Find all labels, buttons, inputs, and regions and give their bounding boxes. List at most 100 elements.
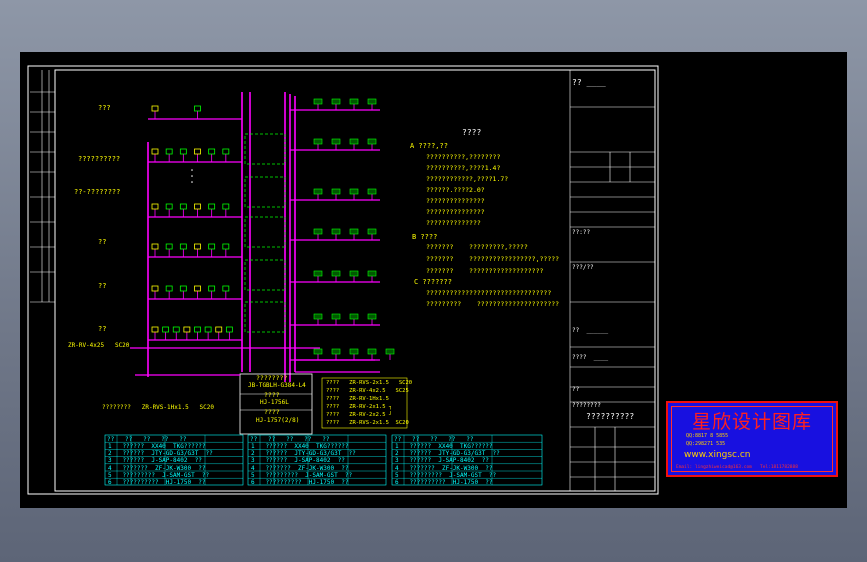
right-branch — [290, 138, 380, 151]
text-line: ???? ZR-RV-4x2.5 SC25 — [326, 388, 409, 394]
device-symbol — [151, 285, 159, 292]
legend-row: 5 ????????? J-SAM-GST ?? — [251, 471, 353, 479]
box-line-3: ???? — [264, 391, 280, 399]
text-line: ???? ZR-RVS-2x1.5 SC20 — [326, 420, 409, 426]
floor-label-4: ?? — [98, 238, 107, 246]
right-branch — [290, 313, 380, 326]
floor-label-6: ?? — [98, 325, 107, 333]
right-branch — [290, 228, 380, 241]
device-symbol — [165, 243, 173, 250]
device-symbol — [313, 313, 323, 320]
device-symbol — [222, 148, 230, 155]
device-symbol — [208, 203, 216, 210]
right-branch — [290, 270, 380, 283]
device-symbol — [222, 285, 230, 292]
device-symbol — [194, 243, 201, 250]
legend-row: 1 ?????? XX40 TKG?????? — [395, 443, 493, 450]
text-line: ??????? ??????????????????? — [426, 267, 544, 275]
floor-branch — [148, 243, 242, 258]
device-symbol — [151, 326, 159, 333]
device-symbol — [194, 148, 201, 155]
brand-foot: Email: lingzhiweicad@163.com Tel:1811782… — [676, 465, 798, 470]
device-symbol — [162, 326, 170, 333]
device-symbol — [194, 203, 201, 210]
text-line: ???? ZR-RV-1Hx1.5 — [326, 396, 389, 402]
floor-label-2: ?????????? — [78, 155, 121, 163]
legend-tables — [104, 434, 543, 486]
device-symbol — [194, 105, 201, 112]
device-symbol — [331, 348, 341, 355]
brand-url: www.xingsc.cn — [684, 450, 751, 460]
device-symbol — [349, 348, 359, 355]
text-line: ?????????????? — [426, 219, 481, 227]
text-line: ????????????,????1.7? — [426, 175, 509, 183]
legend-row: 5 ????????? J-SAM-GST ?? — [395, 471, 497, 479]
fire-alarm-system-diagram — [27, 65, 659, 495]
floor-label-3: ??-???????? — [74, 188, 121, 196]
device-symbol — [313, 188, 323, 195]
right-branch — [290, 348, 395, 361]
device-symbol — [367, 270, 377, 277]
legend-grid — [105, 435, 542, 485]
legend-row: 2 ?????? JTY-GD-G3/G3T ?? — [251, 450, 356, 458]
device-symbol — [313, 348, 323, 355]
outer-frame — [27, 65, 659, 495]
legend-row: 3 ?????? J-SAP-8402 ?? — [251, 457, 345, 465]
text-line: ??????????????? — [426, 208, 485, 216]
drawing-canvas: ?? ____ ??:?? ???/?? ?? ______ ???? ____… — [20, 52, 847, 508]
floor-label-5: ?? — [98, 282, 107, 290]
legend-row: 4 ??????? ZF-JK-W300 ?? — [251, 464, 349, 472]
device-symbol — [367, 348, 377, 355]
legend-row: 5 ????????? J-SAM-GST ?? — [108, 471, 210, 479]
device-symbol — [208, 285, 216, 292]
device-symbol — [349, 188, 359, 195]
device-symbol — [151, 243, 159, 250]
module-column — [244, 133, 286, 333]
device-symbol — [313, 138, 323, 145]
device-symbol — [222, 203, 230, 210]
text-line: ??????????,????1.4? — [426, 164, 501, 172]
notes-a-head: A ????,?? — [410, 142, 448, 150]
right-branch — [290, 98, 380, 111]
device-symbol — [194, 285, 201, 292]
device-symbol — [165, 148, 173, 155]
device-symbol — [151, 105, 159, 112]
box-line-5: ???? — [264, 408, 280, 416]
device-symbol — [367, 138, 377, 145]
device-symbol — [313, 270, 323, 277]
legend-row: 1 ?????? XX40 TKG?????? — [251, 443, 349, 450]
floor-branch — [148, 203, 242, 218]
device-symbol — [331, 188, 341, 195]
device-symbol — [165, 285, 173, 292]
text-line: ??????? ?????????????????,????? — [426, 255, 560, 263]
notes-b-head: B ???? — [412, 233, 438, 241]
device-symbol — [331, 270, 341, 277]
legend-header: ?? ?? ?? ?? ?? — [250, 436, 330, 443]
device-symbol — [172, 326, 180, 333]
box-line-6: HJ-1757(2/8) — [256, 417, 300, 424]
brand-watermark: 星欣设计图库 QQ:8817 8 5855 QQ:298271 535 www.… — [666, 401, 838, 477]
title-field-1: ??:?? — [572, 229, 591, 236]
title-top-label: ?? ____ — [572, 78, 606, 87]
device-symbol — [208, 148, 216, 155]
device-symbol — [151, 203, 159, 210]
device-symbol — [225, 326, 233, 333]
legend-row: 2 ?????? JTY-GD-G3/G3T ?? — [108, 450, 213, 458]
device-symbol — [331, 138, 341, 145]
brand-phone: QQ:298271 535 — [686, 441, 726, 447]
control-panel-box — [239, 373, 313, 435]
legend-row: 3 ?????? J-SAP-8402 ?? — [395, 457, 489, 465]
device-symbol — [349, 228, 359, 235]
text-line: ???? ZR-RV-2x1.5 ┐ — [326, 404, 393, 410]
brand-qq: QQ:8817 8 5855 — [686, 433, 729, 439]
device-symbol — [179, 285, 187, 292]
cable-legend-box — [321, 377, 408, 429]
floor-branches — [148, 105, 242, 341]
device-symbol — [331, 228, 341, 235]
device-symbol — [165, 203, 173, 210]
brand-title: 星欣设计图库 — [691, 411, 812, 433]
title-field-7: ?????????? — [586, 412, 635, 421]
box-line-2: JB-TGBLH-G384-L4 — [248, 382, 306, 389]
notes-c-head: C ??????? — [414, 278, 452, 286]
device-symbol — [331, 313, 341, 320]
